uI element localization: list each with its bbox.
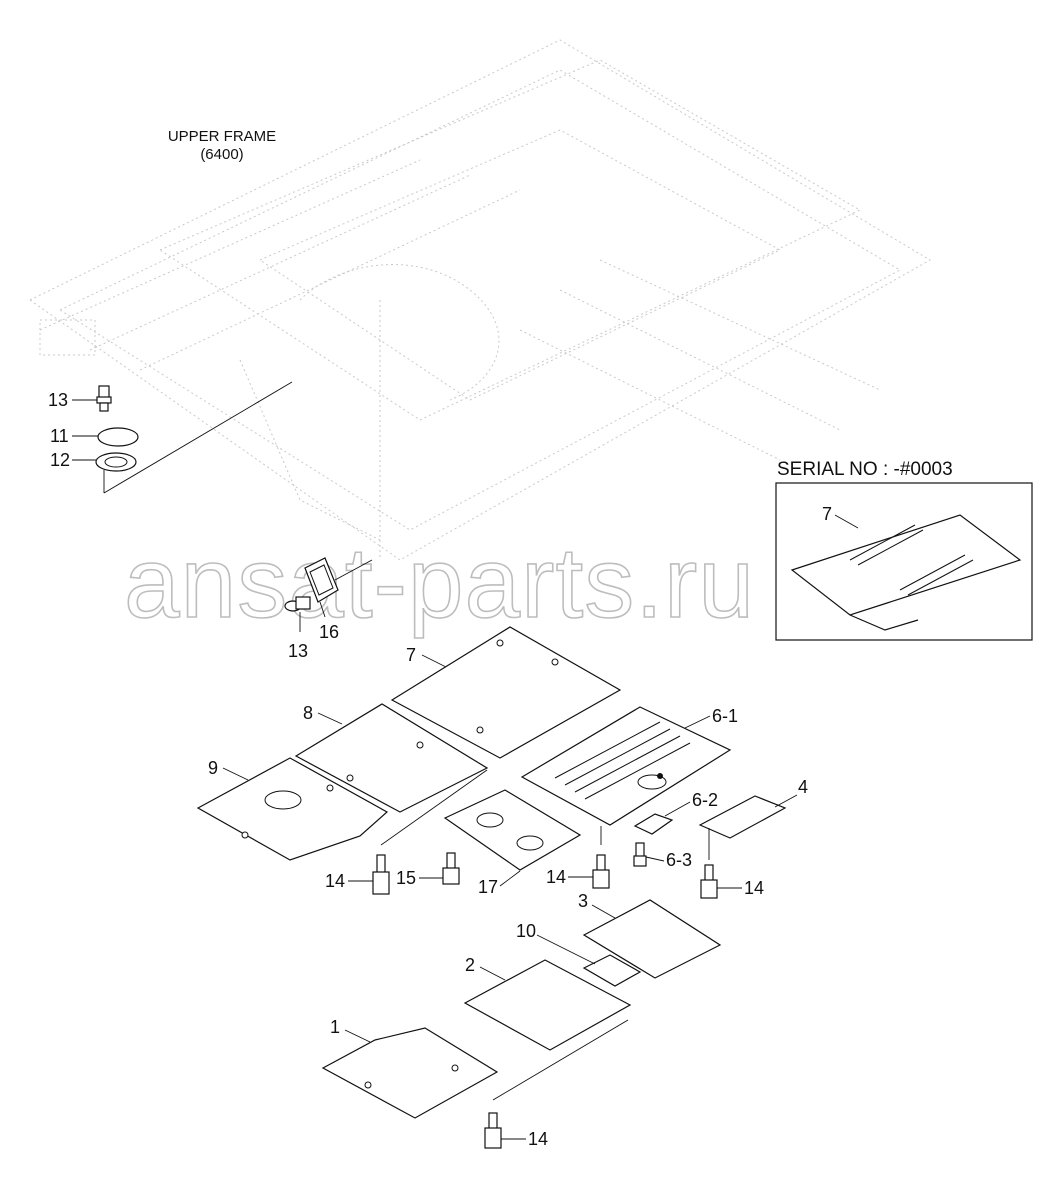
frame-label-line1: UPPER FRAME [168,128,276,145]
callout-14-left: 14 [325,871,345,891]
bolt-14-bottom [484,1112,502,1149]
part-16-cover [304,557,339,603]
bolt-14-right [700,864,718,899]
plate-1 [321,1027,499,1119]
callout-17: 17 [478,877,498,897]
callout-9: 9 [208,758,218,778]
plate-3 [582,899,722,979]
bolt-15 [442,852,460,885]
inset-plate-7 [790,514,1022,616]
callout-10: 10 [516,921,536,941]
plate-10 [582,954,642,987]
callout-1: 1 [330,1017,340,1037]
serial-inset-box [775,482,1033,641]
callout-6-3: 6-3 [666,850,692,870]
plate-7 [390,626,622,759]
callout-13-mid: 13 [288,641,308,661]
part-bolt-13-top [96,385,112,412]
callout-4: 4 [798,777,808,797]
watermark-text: ansat-parts.ru [124,527,755,639]
callout-14-mid: 14 [546,867,566,887]
bolt-14-left [372,854,390,895]
serial-inset: SERIAL NO : -#0003 7 [775,459,1033,641]
callout-6-2: 6-2 [692,790,718,810]
gasket-6-2 [633,813,674,835]
callout-inset-7: 7 [822,504,832,524]
callout-8: 8 [303,703,313,723]
callout-11: 11 [50,426,69,446]
plate-17 [443,789,582,871]
callout-14-bottom: 14 [528,1129,548,1149]
upper-frame-ghost [29,39,931,561]
frame-label-line2: (6400) [200,146,243,163]
part-plate-11 [97,427,139,447]
callout-16: 16 [319,622,339,642]
callout-6-1: 6-1 [712,706,738,726]
callout-12: 12 [50,450,70,470]
callout-2: 2 [465,955,475,975]
callouts: 13 11 12 13 16 7 8 9 6-1 6-2 6-3 4 14 15… [48,390,808,1149]
serial-label: SERIAL NO : -#0003 [777,459,953,480]
callout-7: 7 [406,645,416,665]
plate-6-1 [520,706,732,826]
upper-frame-label: UPPER FRAME (6400) [168,128,276,163]
callout-15: 15 [396,868,416,888]
bolt-6-3 [633,842,647,867]
bracket-4 [698,795,787,839]
bolt-14-mid [592,854,610,889]
plate-8 [294,703,489,813]
callout-14-right: 14 [744,878,764,898]
part-bolt-13-mid [284,596,311,612]
callout-3: 3 [578,891,588,911]
plate-2 [463,959,632,1051]
callout-13-top: 13 [48,390,68,410]
